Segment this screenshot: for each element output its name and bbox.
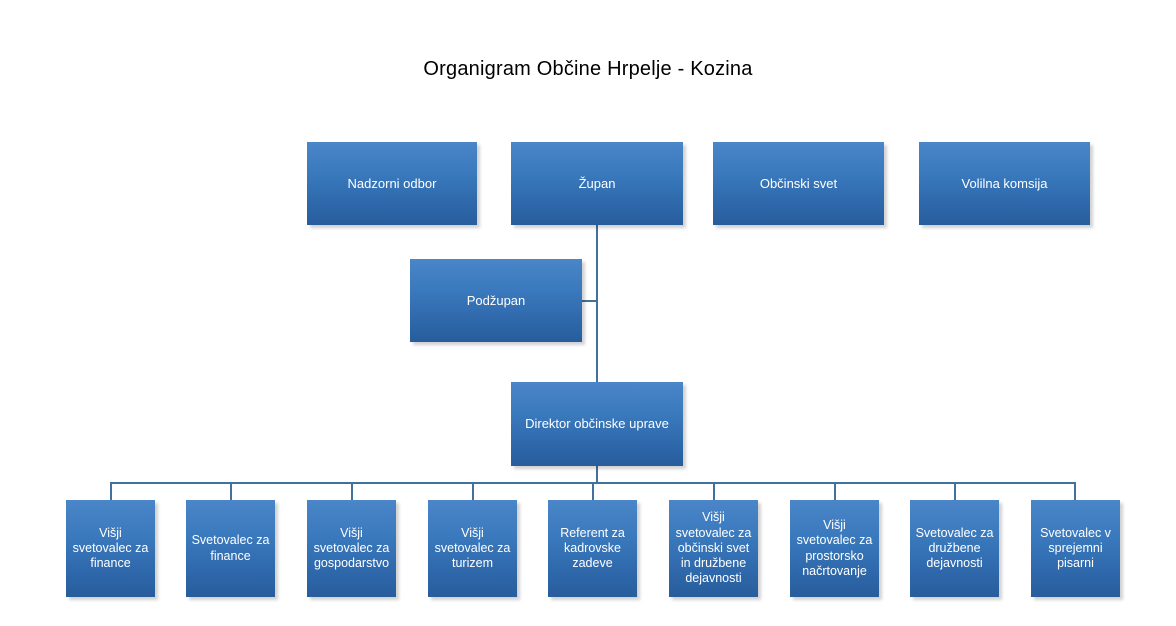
connector-staff-drop-2 xyxy=(230,482,232,501)
node-staff-5[interactable]: Referent za kadrovske zadeve xyxy=(548,500,637,597)
connector-podzupan-stub xyxy=(582,300,597,302)
node-staff-9[interactable]: Svetovalec v sprejemni pisarni xyxy=(1031,500,1120,597)
connector-staff-drop-4 xyxy=(472,482,474,501)
node-obcinski-svet[interactable]: Občinski svet xyxy=(713,142,884,225)
node-label: Višji svetovalec za turizem xyxy=(434,525,511,571)
connector-staff-drop-9 xyxy=(1074,482,1076,501)
node-label: Referent za kadrovske zadeve xyxy=(560,525,625,571)
connector-staff-drop-5 xyxy=(592,482,594,501)
connector-staff-drop-6 xyxy=(713,482,715,501)
connector-direktor-drop xyxy=(596,466,598,483)
connector-staff-drop-3 xyxy=(351,482,353,501)
node-label: Višji svetovalec za prostorsko načrtovan… xyxy=(796,518,873,578)
node-label: Občinski svet xyxy=(759,175,838,191)
node-staff-6[interactable]: Višji svetovalec za občinski svet in dru… xyxy=(669,500,758,597)
node-zupan[interactable]: Župan xyxy=(511,142,683,225)
node-staff-4[interactable]: Višji svetovalec za turizem xyxy=(428,500,517,597)
connector-staff-drop-7 xyxy=(834,482,836,501)
node-staff-7[interactable]: Višji svetovalec za prostorsko načrtovan… xyxy=(790,500,879,597)
node-label: Svetovalec v sprejemni pisarni xyxy=(1040,525,1111,571)
node-staff-2[interactable]: Svetovalec za finance xyxy=(186,500,275,597)
node-nadzorni-odbor[interactable]: Nadzorni odbor xyxy=(307,142,477,225)
node-label: Višji svetovalec za občinski svet in dru… xyxy=(675,510,752,586)
node-label: Višji svetovalec za finance xyxy=(72,525,149,571)
node-staff-8[interactable]: Svetovalec za družbene dejavnosti xyxy=(910,500,999,597)
node-staff-1[interactable]: Višji svetovalec za finance xyxy=(66,500,155,597)
connector-zupan-spine xyxy=(596,225,598,383)
connector-staff-drop-1 xyxy=(110,482,112,501)
node-label: Župan xyxy=(578,175,616,191)
node-label: Svetovalec za finance xyxy=(191,533,270,563)
node-label: Višji svetovalec za gospodarstvo xyxy=(313,525,390,571)
node-label: Nadzorni odbor xyxy=(347,175,437,191)
node-volilna-komsija[interactable]: Volilna komsija xyxy=(919,142,1090,225)
node-label: Volilna komsija xyxy=(961,175,1048,191)
node-label: Svetovalec za družbene dejavnosti xyxy=(915,525,994,571)
node-podzupan[interactable]: Podžupan xyxy=(410,259,582,342)
node-label: Podžupan xyxy=(466,292,526,308)
node-staff-3[interactable]: Višji svetovalec za gospodarstvo xyxy=(307,500,396,597)
connector-staff-drop-8 xyxy=(954,482,956,501)
node-direktor-obcinske-uprave[interactable]: Direktor občinske uprave xyxy=(511,382,683,466)
node-label: Direktor občinske uprave xyxy=(525,416,669,432)
page-title: Organigram Občine Hrpelje - Kozina xyxy=(423,58,753,80)
